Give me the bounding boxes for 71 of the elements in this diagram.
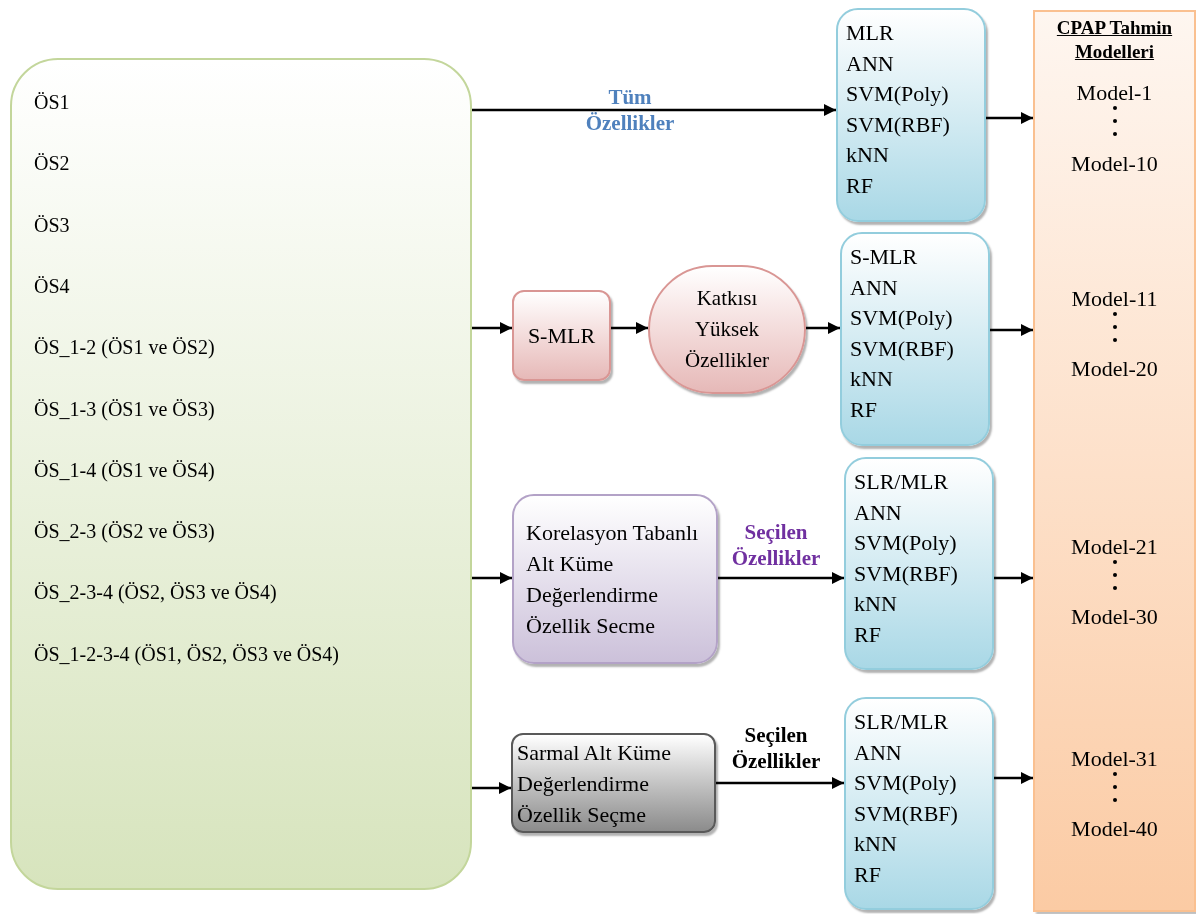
feature-set-label: ÖS_1-2-3-4 (ÖS1, ÖS2, ÖS3 ve ÖS4) bbox=[34, 643, 339, 664]
process-box bbox=[511, 733, 716, 833]
model-name: SVM(Poly) bbox=[850, 304, 954, 332]
process-label: S-MLR bbox=[527, 322, 596, 350]
model-name: RF bbox=[854, 860, 882, 889]
feature-set-panel bbox=[10, 58, 472, 890]
feature-set-label: ÖS4 bbox=[34, 275, 70, 296]
process-label: Sarmal Alt Küme Değerlendirme Özellik Seçme bbox=[517, 738, 672, 829]
arrow bbox=[472, 321, 512, 335]
model-label: Model-20 bbox=[1070, 358, 1159, 380]
feature-set-label: ÖS3 bbox=[34, 214, 70, 235]
edge-label: Seçilen Özellikler bbox=[730, 722, 822, 774]
edge-label: Tüm Özellikler bbox=[584, 84, 676, 136]
process-box bbox=[512, 494, 718, 664]
model-name: SVM(RBF) bbox=[846, 110, 951, 139]
process-label: Korelasyon Tabanlı Alt Küme Değerlendirme Özellik Secme bbox=[526, 519, 700, 640]
model-name: SVM(Poly) bbox=[854, 529, 958, 557]
model-list-box bbox=[844, 457, 994, 670]
model-name: kNN bbox=[854, 590, 898, 618]
edge-label: Seçilen Özellikler bbox=[730, 519, 822, 571]
feature-set-label: ÖS_2-3 (ÖS2 ve ÖS3) bbox=[34, 521, 215, 542]
model-name: RF bbox=[846, 171, 874, 200]
model-name: kNN bbox=[846, 141, 890, 169]
model-label: Model-40 bbox=[1070, 818, 1159, 840]
arrow bbox=[716, 776, 844, 790]
feature-set-label: ÖS_2-3-4 (ÖS2, ÖS3 ve ÖS4) bbox=[34, 582, 277, 603]
model-name: RF bbox=[850, 395, 878, 424]
model-label: Model-10 bbox=[1070, 153, 1159, 175]
model-label: Model-21 bbox=[1070, 536, 1159, 558]
model-name: kNN bbox=[850, 365, 894, 393]
arrow bbox=[994, 771, 1033, 785]
model-name: SLR/MLR bbox=[854, 708, 950, 736]
model-name: ANN bbox=[850, 273, 899, 302]
arrow bbox=[611, 321, 648, 335]
arrow bbox=[718, 571, 844, 585]
arrow bbox=[994, 571, 1033, 585]
arrow bbox=[806, 321, 840, 335]
model-name: ANN bbox=[854, 498, 903, 527]
process-label: Katkısı Yüksek Özellikler bbox=[684, 285, 770, 374]
arrow bbox=[472, 103, 836, 117]
model-list-box bbox=[840, 232, 990, 446]
arrow bbox=[990, 323, 1033, 337]
models-column bbox=[1033, 10, 1196, 912]
feature-set-label: ÖS1 bbox=[34, 92, 70, 112]
model-name: kNN bbox=[854, 830, 898, 858]
column-heading: CPAP Tahmin Modelleri bbox=[1055, 16, 1174, 64]
model-name: SLR/MLR bbox=[854, 468, 950, 496]
model-name: ANN bbox=[854, 738, 903, 767]
model-name: SVM(Poly) bbox=[846, 80, 950, 108]
model-label: Model-30 bbox=[1070, 606, 1159, 628]
model-list-box bbox=[844, 697, 994, 910]
arrow bbox=[986, 111, 1033, 125]
model-label: Model-1 bbox=[1075, 82, 1154, 104]
model-name: SVM(RBF) bbox=[854, 559, 959, 588]
model-label: Model-31 bbox=[1070, 748, 1159, 770]
model-name: SVM(RBF) bbox=[850, 334, 955, 363]
feature-set-label: ÖS_1-4 (ÖS1 ve ÖS4) bbox=[34, 459, 215, 480]
model-label: Model-11 bbox=[1070, 288, 1159, 310]
model-name: SVM(RBF) bbox=[854, 799, 959, 828]
feature-set-label: ÖS2 bbox=[34, 153, 70, 174]
model-name: S-MLR bbox=[850, 243, 919, 271]
model-name: MLR bbox=[846, 19, 895, 47]
arrow bbox=[472, 571, 512, 585]
model-list-box bbox=[836, 8, 986, 222]
model-name: RF bbox=[854, 620, 882, 649]
feature-set-label: ÖS_1-2 (ÖS1 ve ÖS2) bbox=[34, 337, 215, 358]
arrow bbox=[472, 781, 511, 795]
process-box bbox=[512, 290, 611, 381]
feature-set-label: ÖS_1-3 (ÖS1 ve ÖS3) bbox=[34, 398, 215, 419]
model-name: SVM(Poly) bbox=[854, 769, 958, 797]
model-name: ANN bbox=[846, 49, 895, 78]
